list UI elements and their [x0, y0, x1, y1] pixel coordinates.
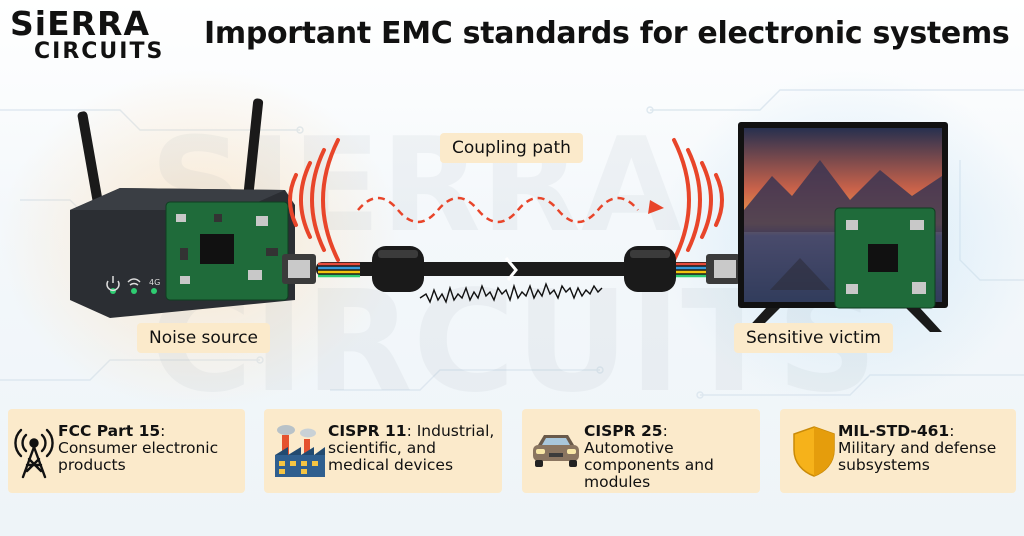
standard-name: CISPR 25	[584, 422, 663, 440]
noise-waveform	[419, 281, 603, 304]
standard-card-fcc-part-15: FCC Part 15: Consumer electronic product…	[8, 409, 245, 493]
page-title: Important EMC standards for electronic s…	[204, 16, 1010, 51]
sensitive-victim-label: Sensitive victim	[734, 323, 893, 353]
standard-desc: : Military and defense subsystems	[838, 422, 997, 474]
standard-desc: : Consumer electronic products	[58, 422, 219, 474]
radio-tower-icon	[14, 428, 54, 479]
router-noise-source: 4G	[70, 98, 316, 318]
standard-name: CISPR 11	[328, 422, 407, 440]
tv-sensitive-victim	[738, 122, 948, 332]
coupling-arrow-head	[648, 200, 664, 214]
standard-card-cispr-25: CISPR 25: Automotive components and modu…	[522, 409, 760, 493]
car-icon	[533, 435, 579, 467]
standard-text: CISPR 25: Automotive components and modu…	[584, 423, 754, 491]
standard-name: FCC Part 15	[58, 422, 161, 440]
factory-icon	[275, 425, 325, 477]
standard-desc: : Industrial, scientific, and medical de…	[328, 422, 495, 474]
standard-name: MIL-STD-461	[838, 422, 950, 440]
router-4g-label: 4G	[149, 278, 160, 287]
cable	[316, 246, 740, 292]
standard-desc: : Automotive components and modules	[584, 422, 714, 491]
coupling-wave-arrow	[357, 196, 639, 224]
standard-text: CISPR 11: Industrial, scientific, and me…	[328, 423, 496, 474]
logo-line-2: CIRCUITS	[34, 39, 165, 64]
emission-arcs-left	[288, 138, 340, 262]
shield-icon	[793, 426, 835, 477]
sierra-circuits-logo: SiERRA CIRCUITS	[10, 4, 186, 64]
standard-text: MIL-STD-461: Military and defense subsys…	[838, 423, 1010, 474]
noise-source-label: Noise source	[137, 323, 271, 353]
logo-line-1: SiERRA	[10, 4, 150, 43]
standard-card-mil-std-461: MIL-STD-461: Military and defense subsys…	[780, 409, 1016, 493]
coupling-path-label: Coupling path	[440, 133, 583, 163]
standard-text: FCC Part 15: Consumer electronic product…	[58, 423, 239, 474]
emission-arcs-right	[672, 138, 724, 262]
standard-card-cispr-11: CISPR 11: Industrial, scientific, and me…	[264, 409, 502, 493]
